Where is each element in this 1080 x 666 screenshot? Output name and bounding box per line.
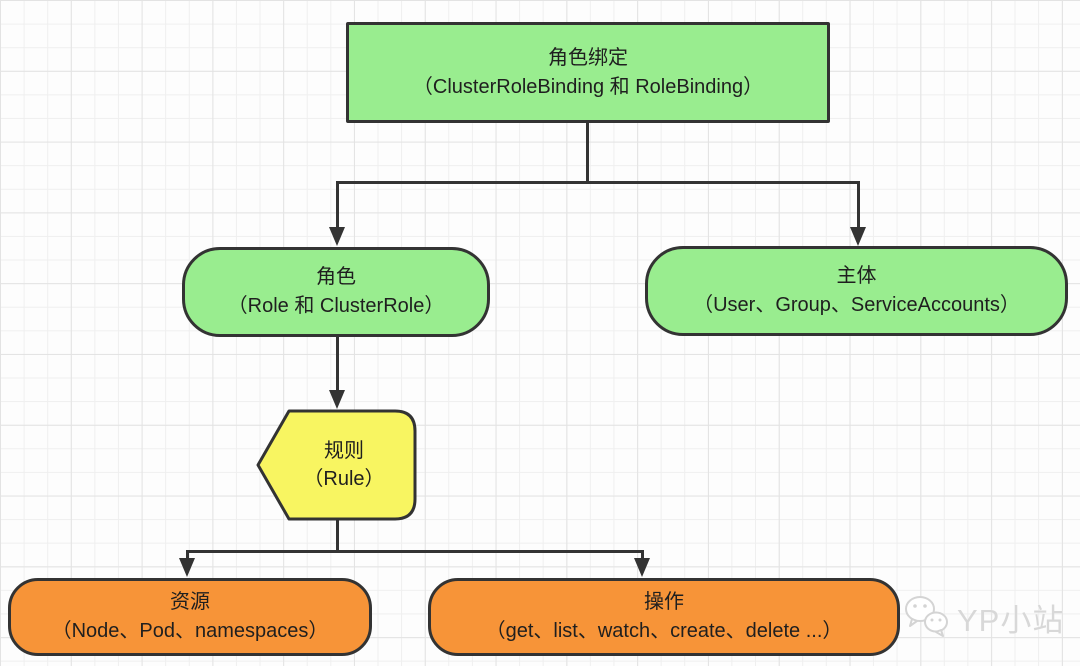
connector-rolebinding-stem [586,123,589,184]
node-role-binding: 角色绑定 （ClusterRoleBinding 和 RoleBinding） [346,22,830,123]
connector-to-action [641,550,644,560]
watermark-label: YP小站 [957,602,1065,638]
node-role-binding-subtitle: （ClusterRoleBinding 和 RoleBinding） [412,75,764,98]
arrowhead-to-role [329,227,345,246]
node-subject-title: 主体 [836,265,877,287]
node-subject: 主体 （User、Group、ServiceAccounts） [645,246,1068,336]
arrowhead-to-action [634,558,650,577]
node-action-subtitle: （get、list、watch、create、delete ...） [485,620,843,642]
arrowhead-to-subject [850,227,866,246]
node-role-binding-title: 角色绑定 [548,46,628,69]
rule-pentagon-shape [256,409,417,521]
node-resource-subtitle: （Node、Pod、namespaces） [51,620,329,642]
node-resource: 资源 （Node、Pod、namespaces） [8,578,372,656]
node-role: 角色 （Role 和 ClusterRole） [182,247,490,337]
node-rule-title: 规则 [324,440,364,462]
node-rule-subtitle: （Rule） [303,468,385,490]
node-action: 操作 （get、list、watch、create、delete ...） [428,578,900,656]
node-action-title: 操作 [644,591,684,613]
watermark: YP小站 [903,594,1064,640]
arrowhead-to-rule [329,390,345,409]
node-subject-subtitle: （User、Group、ServiceAccounts） [693,294,1020,316]
node-role-title: 角色 [316,266,356,288]
connector-rule-stem [336,520,339,552]
arrowhead-to-resource [179,558,195,577]
connector-top-split [336,181,860,184]
node-rule: 规则 （Rule） [255,408,419,522]
wechat-icon [905,596,948,637]
connector-role-to-rule [336,336,339,393]
node-role-subtitle: （Role 和 ClusterRole） [227,295,445,317]
connector-bottom-split [186,550,644,553]
node-resource-title: 资源 [170,591,210,613]
connector-to-resource [186,550,189,560]
connector-to-subject [857,181,860,229]
connector-to-role [336,181,339,229]
